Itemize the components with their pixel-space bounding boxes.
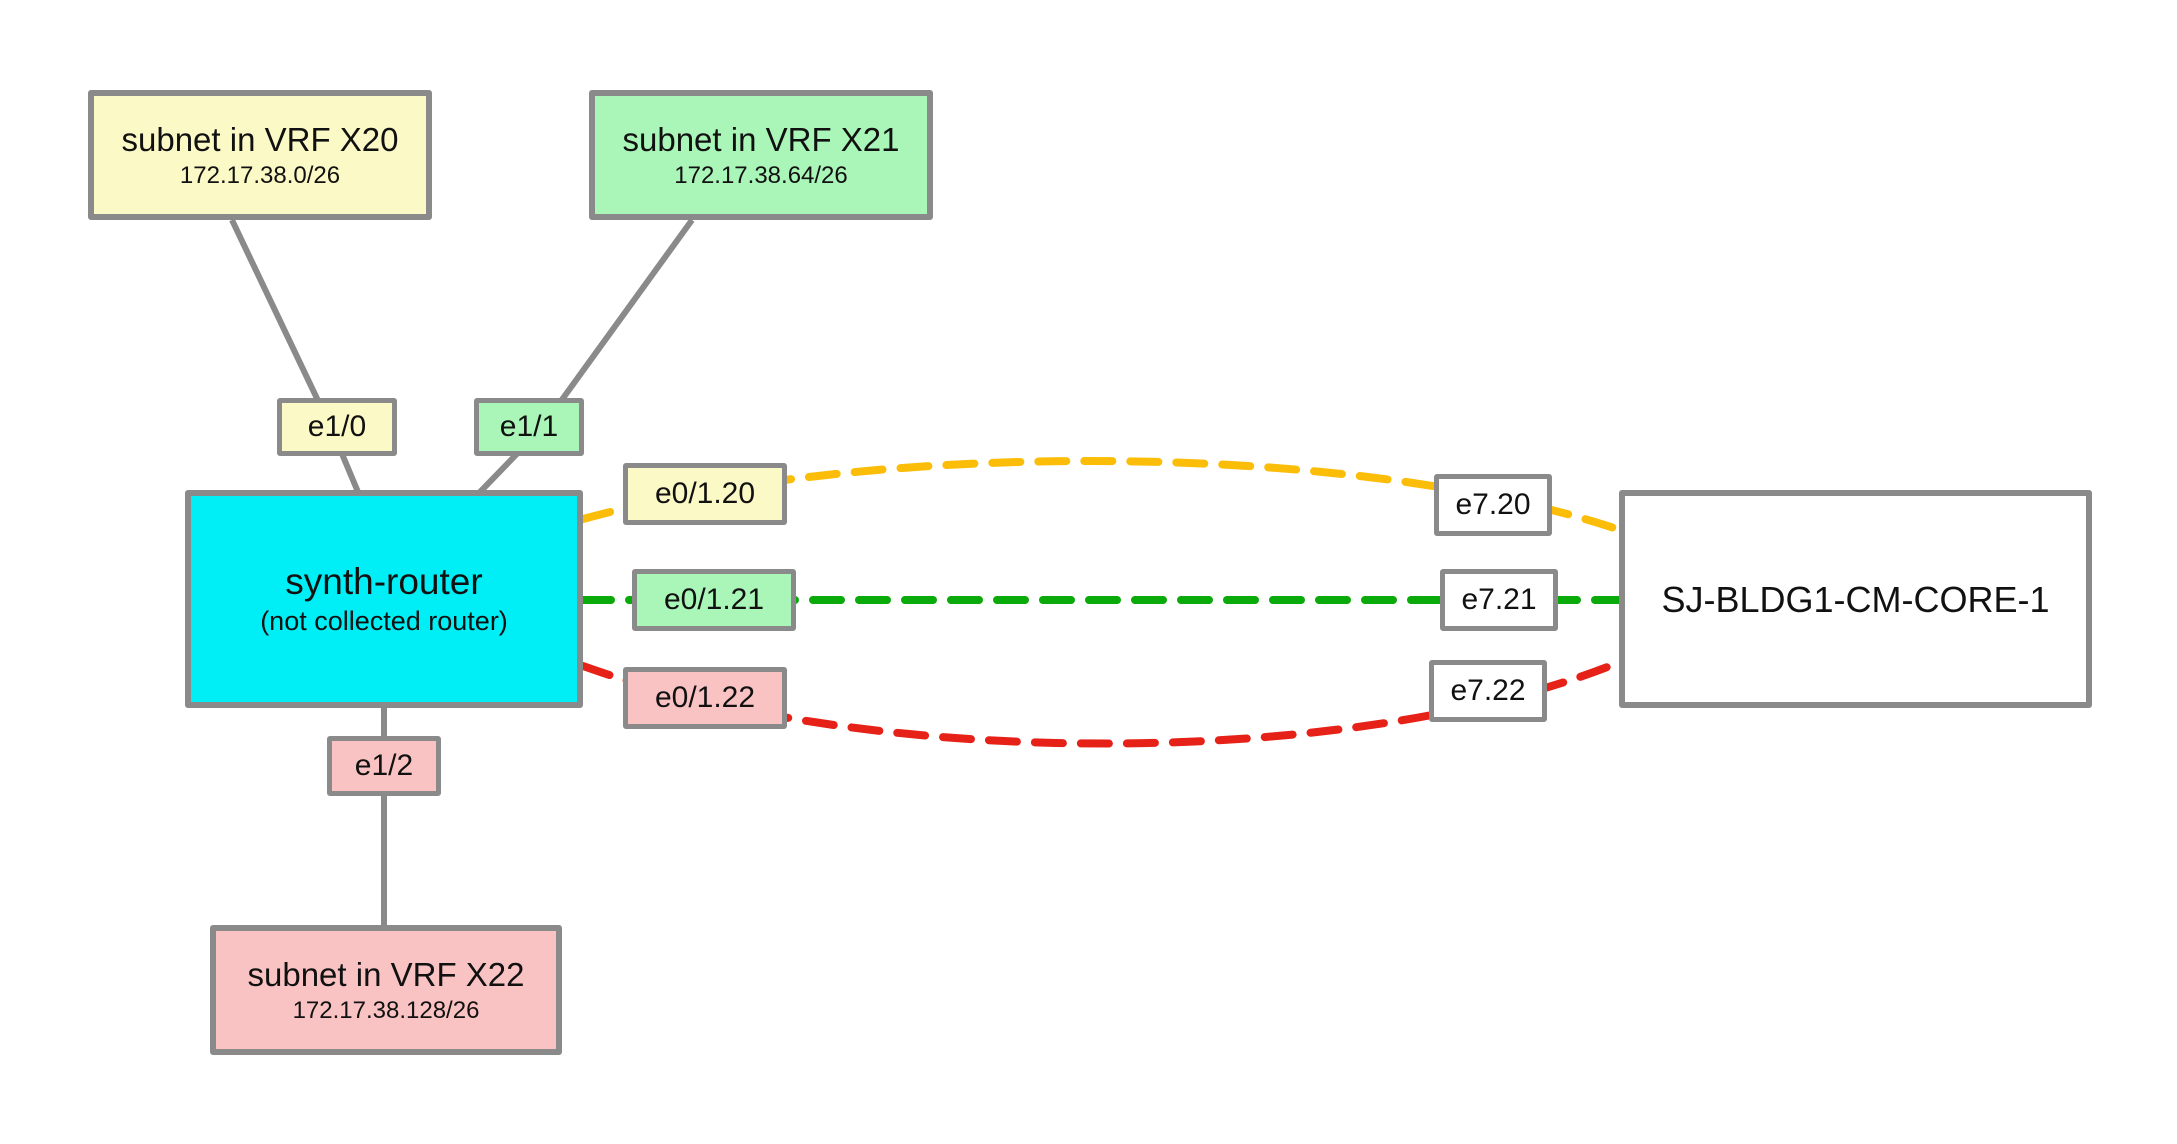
- iflabel-e7-20[interactable]: e7.20: [1434, 474, 1552, 536]
- iflabel-e1-0[interactable]: e1/0: [277, 398, 397, 456]
- iflabel-e0-1-21[interactable]: e0/1.21: [632, 569, 796, 631]
- subnet-x21-title: subnet in VRF X21: [622, 121, 900, 159]
- iflabel-e0-1-22[interactable]: e0/1.22: [623, 667, 787, 729]
- core-title: SJ-BLDG1-CM-CORE-1: [1661, 578, 2050, 620]
- router-subtitle: (not collected router): [260, 606, 508, 637]
- iflabel-e7-21[interactable]: e7.21: [1440, 569, 1558, 631]
- subnet-x20-title: subnet in VRF X20: [121, 121, 399, 159]
- subnet-x22-cidr: 172.17.38.128/26: [292, 996, 480, 1024]
- node-synth-router[interactable]: synth-router (not collected router): [185, 490, 583, 708]
- iflabel-e1-1[interactable]: e1/1: [474, 398, 584, 456]
- node-subnet-x20[interactable]: subnet in VRF X20 172.17.38.0/26: [88, 90, 432, 220]
- iflabel-e1-2[interactable]: e1/2: [327, 736, 441, 796]
- node-sj-bldg1-cm-core-1[interactable]: SJ-BLDG1-CM-CORE-1: [1619, 490, 2092, 708]
- router-title: synth-router: [285, 561, 483, 602]
- subnet-x22-title: subnet in VRF X22: [247, 956, 525, 994]
- node-subnet-x22[interactable]: subnet in VRF X22 172.17.38.128/26: [210, 925, 562, 1055]
- node-subnet-x21[interactable]: subnet in VRF X21 172.17.38.64/26: [589, 90, 933, 220]
- subnet-x21-cidr: 172.17.38.64/26: [674, 161, 848, 189]
- iflabel-e7-22[interactable]: e7.22: [1429, 660, 1547, 722]
- subnet-x20-cidr: 172.17.38.0/26: [179, 161, 341, 189]
- iflabel-e0-1-20[interactable]: e0/1.20: [623, 463, 787, 525]
